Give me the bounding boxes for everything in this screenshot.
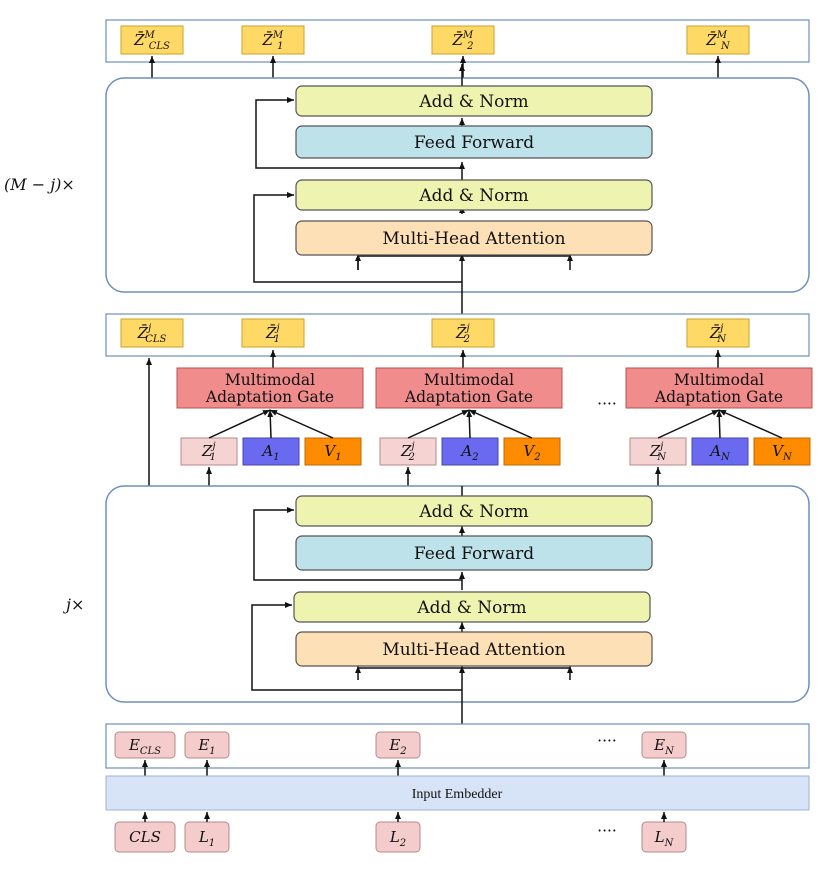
input-label: L1 (198, 828, 215, 849)
top-encoder-stack: Add & Norm Feed Forward Add & Norm Multi… (253, 64, 653, 314)
embedding-ellipsis: ···· (597, 732, 617, 750)
visual-token-label: V1 (324, 442, 341, 463)
bottom-add-norm-2-label: Add & Norm (418, 502, 528, 522)
embedding-token (375, 731, 421, 759)
bottom-encoder-stack: Add & Norm Feed Forward Add & Norm Multi… (251, 486, 653, 732)
embedding-label: EN (653, 736, 675, 757)
bottom-repeat-label: j× (63, 595, 84, 614)
visual-token (503, 437, 561, 466)
input-label: L2 (389, 828, 406, 849)
bottom-multi-head-attention (295, 631, 653, 667)
audio-token (242, 437, 300, 466)
top-output-token (686, 25, 750, 55)
gate-ellipsis: ···· (597, 395, 617, 413)
multimodal-adaptation-gate (625, 367, 813, 409)
top-output-token (241, 25, 305, 55)
mid-output-token (120, 318, 184, 348)
top-add-norm-1 (295, 179, 653, 211)
top-mha-label: Multi-Head Attention (382, 229, 565, 249)
audio-token (691, 437, 749, 466)
input-ellipsis: ···· (597, 822, 617, 840)
multimodal-adaptation-gate (375, 367, 563, 409)
bottom-feed-forward (295, 535, 653, 571)
gate-label-line1: Multimodal (225, 371, 315, 389)
top-multi-head-attention (295, 220, 653, 256)
top-output-token (120, 25, 184, 55)
bottom-add-norm-2 (295, 495, 653, 527)
gate-label-line2: Adaptation Gate (205, 388, 334, 406)
gate-label-line2: Adaptation Gate (404, 388, 533, 406)
embedding-label: ECLS (128, 736, 161, 757)
bottom-mha-label: Multi-Head Attention (382, 640, 565, 660)
top-add-norm-2-label: Add & Norm (418, 92, 528, 112)
embedding-label: E2 (388, 736, 406, 757)
embedding-label: E1 (197, 736, 215, 757)
mid-output-token (431, 318, 495, 348)
visual-token (753, 437, 811, 466)
top-feed-forward (295, 125, 653, 159)
bottom-feed-forward-label: Feed Forward (414, 544, 534, 564)
multimodal-adaptation-gate (176, 367, 364, 409)
audio-token-label: AN (708, 442, 731, 463)
z-token (379, 437, 437, 466)
gate-label-line2: Adaptation Gate (654, 388, 783, 406)
audio-token-label: A2 (459, 442, 478, 463)
audio-token (441, 437, 499, 466)
visual-token (304, 437, 362, 466)
embedding-token (641, 731, 687, 759)
bottom-add-norm-1-label: Add & Norm (416, 598, 526, 618)
mid-output-token (241, 318, 305, 348)
top-add-norm-2 (295, 85, 653, 117)
input-embedder-label: Input Embedder (412, 787, 503, 802)
visual-token-label: VN (772, 442, 793, 463)
visual-token-label: V2 (523, 442, 540, 463)
gate-label-line1: Multimodal (424, 371, 514, 389)
input-embedder (105, 775, 810, 811)
gate-label-line1: Multimodal (674, 371, 764, 389)
top-feed-forward-label: Feed Forward (414, 133, 534, 153)
audio-token-label: A1 (260, 442, 279, 463)
bottom-add-norm-1 (293, 591, 651, 623)
top-output-token (431, 25, 495, 55)
top-add-norm-1-label: Add & Norm (418, 186, 528, 206)
input-label: CLS (129, 828, 161, 846)
embedding-token (114, 731, 176, 759)
mid-output-token (686, 318, 750, 348)
input-label: LN (654, 828, 675, 849)
embedding-token (184, 731, 230, 759)
top-repeat-label: (M − j)× (4, 175, 75, 194)
